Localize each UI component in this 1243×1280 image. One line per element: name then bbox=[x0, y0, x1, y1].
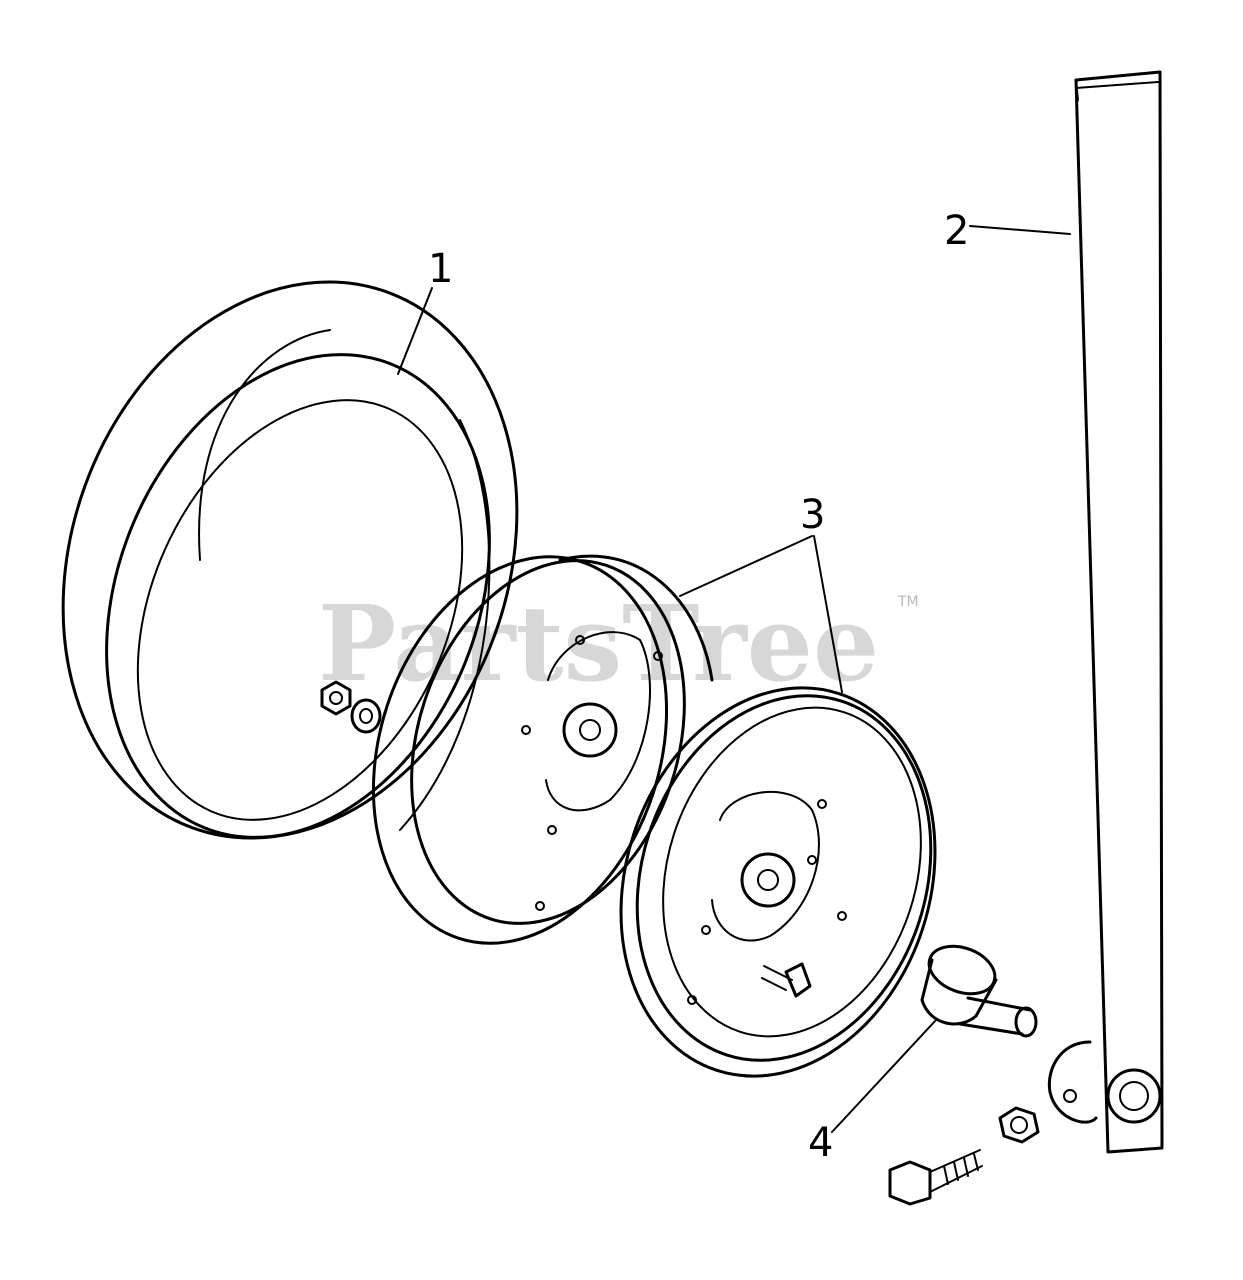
callout-4: 4 bbox=[808, 1120, 833, 1166]
watermark-logo: PartsTree bbox=[318, 582, 879, 705]
callout-1: 1 bbox=[428, 246, 453, 292]
leader-line-2 bbox=[969, 225, 1071, 235]
strap-part bbox=[1047, 70, 1164, 1154]
watermark-trademark: TM bbox=[897, 594, 919, 610]
tire-nut-washer bbox=[320, 680, 382, 734]
leader-line-3a bbox=[679, 535, 813, 597]
hex-bolt bbox=[888, 1149, 983, 1206]
tire-part bbox=[61, 280, 519, 840]
callout-3: 3 bbox=[800, 492, 825, 538]
wheel-bolt bbox=[761, 962, 812, 998]
wheel-half-rear bbox=[371, 554, 714, 945]
hex-nut bbox=[998, 1106, 1040, 1144]
axle-part bbox=[920, 944, 1038, 1038]
wheel-half-front bbox=[619, 686, 937, 1078]
leader-line-1 bbox=[397, 287, 433, 375]
watermark: PartsTree TM bbox=[318, 582, 919, 705]
leader-line-4 bbox=[831, 1019, 937, 1133]
callout-2: 2 bbox=[944, 208, 969, 254]
leader-lines bbox=[397, 225, 1071, 1133]
leader-line-3b bbox=[813, 535, 843, 693]
